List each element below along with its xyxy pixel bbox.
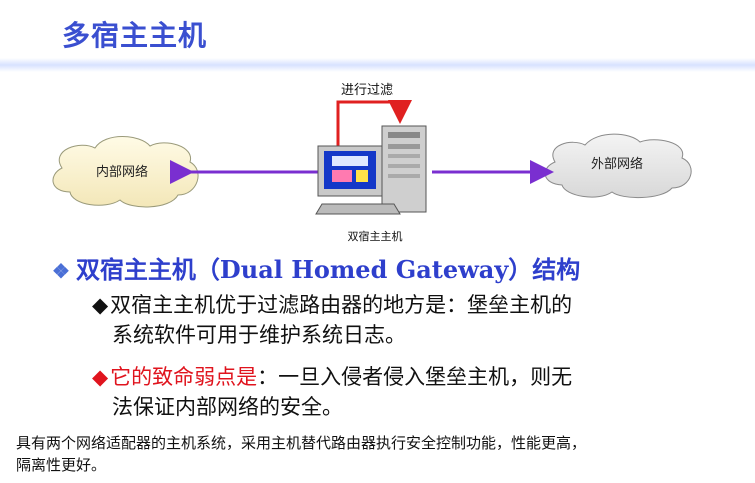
section-heading: ❖双宿主主机（Dual Homed Gateway）结构 [52,250,580,285]
point-weakness-line1: ：一旦入侵者侵入堡垒主机，则无 [257,365,573,389]
host-label: 双宿主主机 [348,229,403,243]
diamond-icon-red: ◆ [92,365,109,389]
footer-line1: 具有两个网络适配器的主机系统，采用主机替代路由器执行安全控制功能，性能更高， [16,434,587,452]
external-network-label: 外部网络 [591,156,643,172]
point-advantage: ◆双宿主主机优于过滤路由器的地方是：堡垒主机的 系统软件可用于维护系统日志。 [92,290,712,350]
weakness-red-text: 它的致命弱点是 [110,365,258,389]
title-divider [0,58,755,72]
footer-note: 具有两个网络适配器的主机系统，采用主机替代路由器执行安全控制功能，性能更高， 隔… [16,432,751,476]
filter-arrow [336,100,412,148]
external-network-cloud [544,133,692,199]
server-tower [381,125,427,213]
footer-line2: 隔离性更好。 [16,456,107,474]
heading-text: 双宿主主机（Dual Homed Gateway）结构 [75,255,581,284]
point-weakness-line2: 法保证内部网络的安全。 [112,395,343,419]
point-advantage-line2: 系统软件可用于维护系统日志。 [112,323,406,347]
diamond-icon: ◆ [92,293,109,317]
filter-label: 进行过滤 [341,83,393,98]
network-diagram: 进行过滤 双宿主主机 内部网络 外部网络 [52,83,692,243]
point-weakness: ◆它的致命弱点是：一旦入侵者侵入堡垒主机，则无 法保证内部网络的安全。 [92,362,712,422]
internal-network-label: 内部网络 [96,164,148,180]
point-advantage-line1: 双宿主主机优于过滤路由器的地方是：堡垒主机的 [110,293,573,317]
diamond-bullet-icon: ❖ [52,259,70,283]
page-title: 多宿主主机 [62,19,208,52]
internal-network-cloud [52,136,199,208]
keyboard [315,203,401,215]
